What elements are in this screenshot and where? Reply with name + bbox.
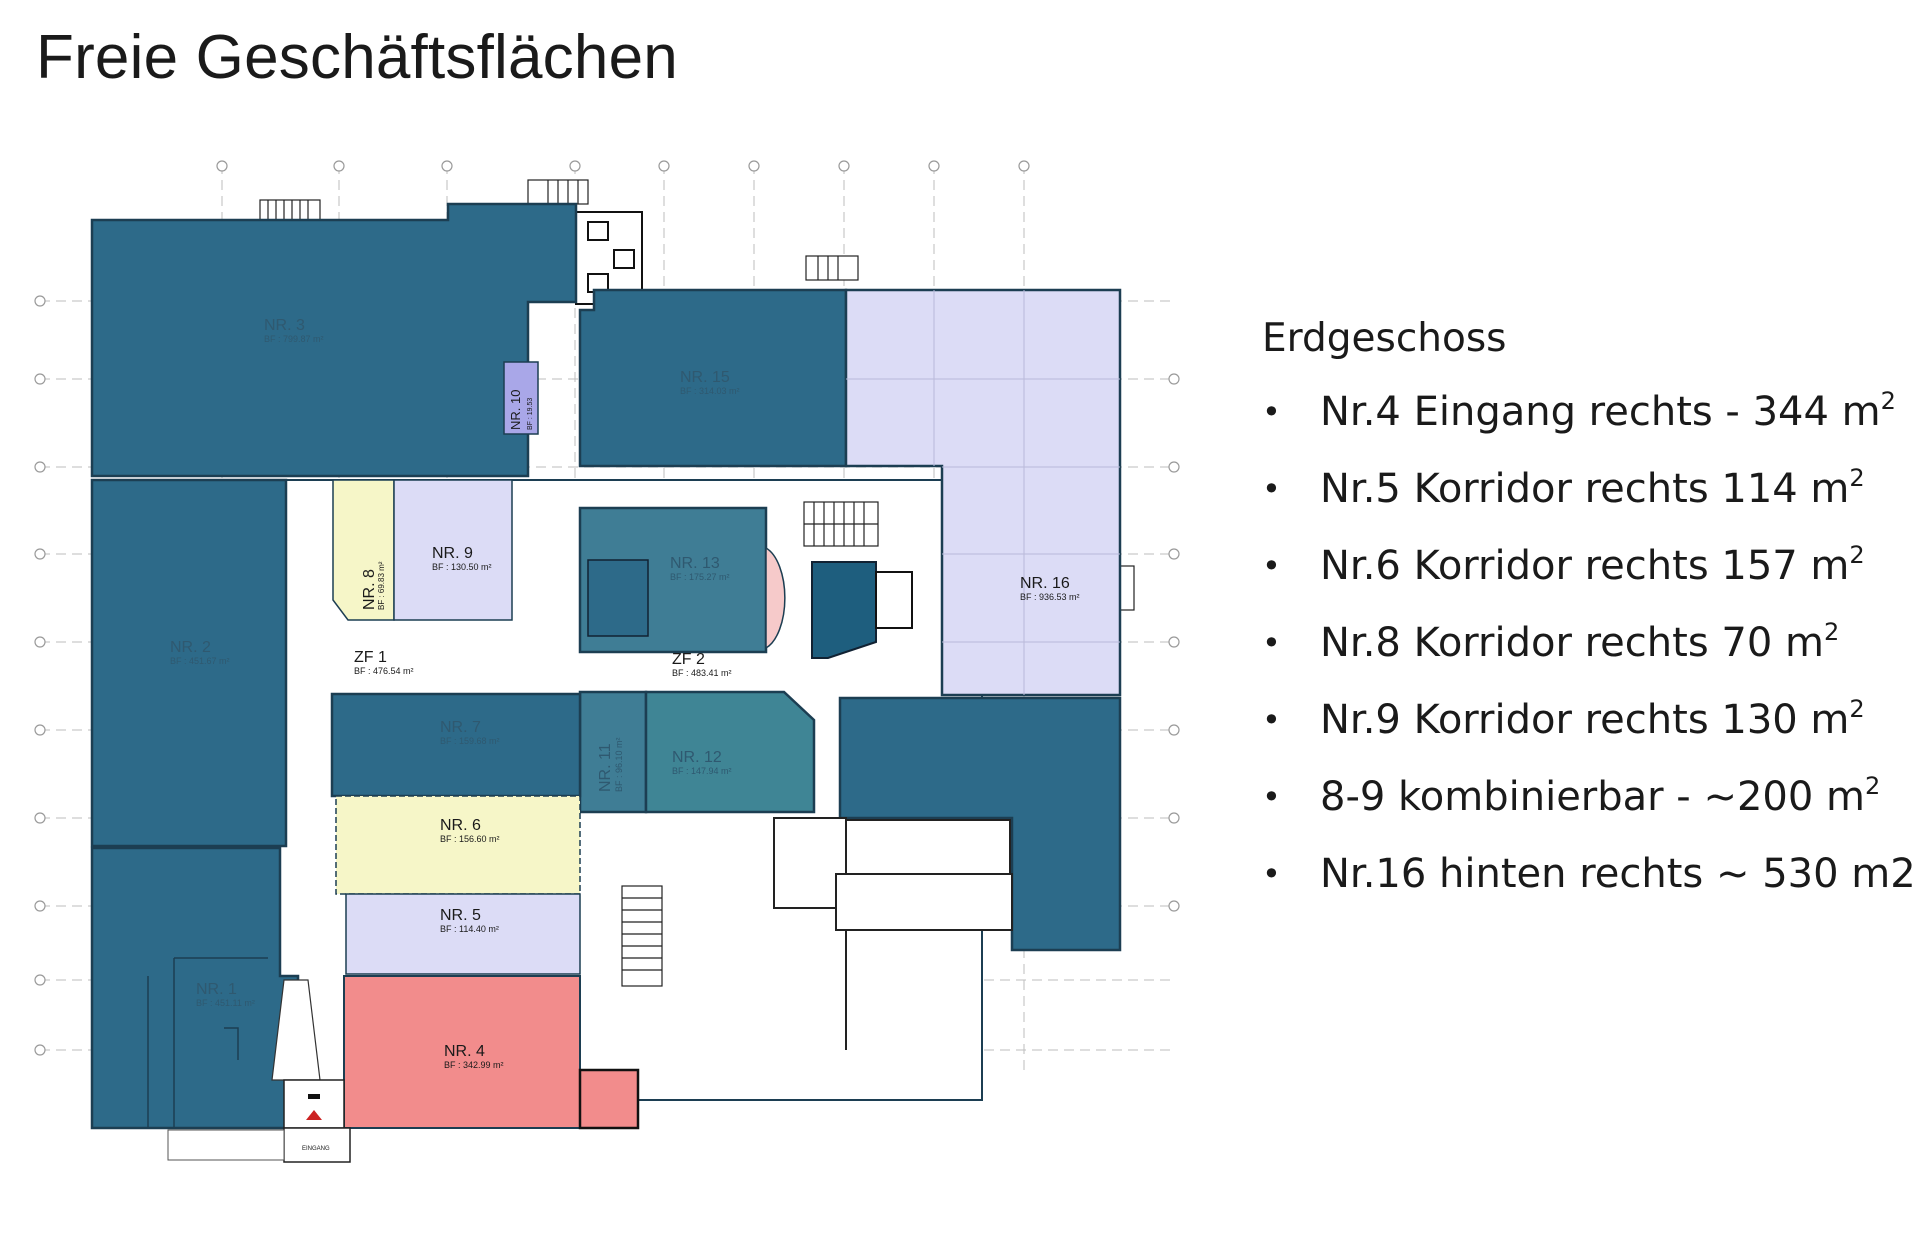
legend-item-sup: 2 (1849, 464, 1865, 492)
legend-item: • Nr.5 Korridor rechts 114 m2 (1262, 464, 1916, 541)
room-nr16 (844, 288, 1122, 697)
legend-item-text: Nr.8 Korridor rechts 70 m (1320, 620, 1824, 666)
legend-heading: Erdgeschoss (1262, 316, 1507, 361)
legend-item-text: Nr.4 Eingang rechts - 344 m (1320, 389, 1881, 435)
room-nr6 (335, 795, 581, 895)
bullet-icon: • (1262, 393, 1281, 431)
room-nr12-label: NR. 12 (672, 749, 722, 766)
room-nr10 (503, 361, 539, 435)
room-nr4-label: NR. 4 (444, 1043, 485, 1060)
nr4-stairs (578, 1068, 640, 1130)
room-nr1 (90, 846, 300, 1130)
room-nr3-area: BF : 799.87 m² (264, 334, 324, 344)
room-nr7-area: BF : 159.68 m² (440, 736, 500, 746)
room-nr16-label: NR. 16 (1020, 575, 1070, 592)
room-nr13-label: NR. 13 (670, 555, 720, 572)
legend-item-sup: 2 (1823, 618, 1840, 646)
room-nr9-label: NR. 9 (432, 545, 473, 562)
room-nr5-label: NR. 5 (440, 907, 481, 924)
nr1-walls (147, 957, 268, 1128)
zone-zf2-label: ZF 2 (672, 651, 705, 668)
zone-zf2-area: BF : 483.41 m² (672, 668, 732, 678)
room-nr15-label: NR. 15 (680, 369, 730, 386)
room-nr9 (393, 479, 513, 621)
legend-item-text: Nr.9 Korridor rechts 130 m (1320, 697, 1850, 743)
nr13-bay (765, 546, 786, 650)
zone-zf1-area: BF : 476.54 m² (354, 666, 414, 676)
entrance (167, 979, 351, 1163)
room-nr13-area: BF : 175.27 m² (670, 572, 730, 582)
entrance-label: EINGANG (302, 1146, 330, 1152)
right-service-block (773, 817, 1013, 931)
room-nr2-label: NR. 2 (170, 639, 211, 656)
bullet-icon: • (1262, 547, 1281, 585)
bullet-icon: • (1262, 470, 1281, 508)
bullet-icon: • (1262, 778, 1281, 816)
room-nr11-label: NR. 11 (597, 743, 614, 792)
room-nr7-label: NR. 7 (440, 719, 481, 736)
room-nr7 (330, 692, 582, 798)
legend-item: • Nr.8 Korridor rechts 70 m2 (1262, 618, 1916, 695)
legend-item: • Nr.9 Korridor rechts 130 m2 (1262, 695, 1916, 772)
zone-zf1-label: ZF 1 (354, 649, 387, 666)
legend-panel: Erdgeschoss • Nr.4 Eingang rechts - 344 m… (1262, 316, 1916, 926)
room-nr5-area: BF : 114.40 m² (440, 924, 499, 934)
room-nr2 (90, 478, 288, 848)
legend-item: • 8-9 kombinierbar - ~200 m2 (1262, 772, 1916, 849)
room-nr8-label: NR. 8 (361, 569, 378, 610)
room-nr3 (90, 202, 578, 478)
room-nr5 (345, 893, 581, 975)
nr13-inner (587, 559, 649, 637)
room-nr15-area: BF : 314.03 m² (680, 386, 740, 396)
bullet-icon: • (1262, 701, 1281, 739)
legend-item-sup: 2 (1849, 541, 1865, 569)
legend-item-text: Nr.16 hinten rechts ~ 530 m2 (1320, 851, 1916, 897)
nr16-columns (846, 290, 1120, 695)
room-nr12-area: BF : 147.94 m² (672, 766, 732, 776)
room-nr8 (332, 479, 395, 621)
floor-plan: EINGANG NR. 3 BF : 799.87 m² NR. 15 BF :… (34, 160, 1180, 1163)
page-title: Freie Geschäftsflächen (36, 23, 678, 92)
room-nr8-area: BF : 69.83 m² (377, 561, 386, 610)
legend-item-sup: 2 (1849, 695, 1865, 723)
legend-item: • Nr.4 Eingang rechts - 344 m2 (1262, 387, 1916, 464)
legend-item: • Nr.6 Korridor rechts 157 m2 (1262, 541, 1916, 618)
legend-item-sup: 2 (1880, 387, 1896, 415)
room-small-occupied (811, 561, 877, 659)
room-nr6-label: NR. 6 (440, 817, 481, 834)
room-nr11-area: BF : 96.10 m² (614, 737, 624, 792)
room-nr1-label: NR. 1 (196, 981, 237, 998)
grid-markers (34, 160, 1180, 1056)
room-nr11-text: NR. 11 BF : 96.10 m² (597, 737, 624, 792)
room-nr10-area: BF : 19.53 (527, 398, 534, 430)
bullet-icon: • (1262, 855, 1281, 893)
room-nr10-label: NR. 10 (508, 390, 523, 430)
room-nr3-label: NR. 3 (264, 317, 305, 334)
room-nr12 (644, 690, 816, 814)
room-nr10-text: NR. 10 BF : 19.53 (508, 390, 534, 430)
room-nr8-text: NR. 8 BF : 69.83 m² (361, 561, 386, 610)
legend-item: • Nr.16 hinten rechts ~ 530 m2 (1262, 849, 1916, 926)
small-service (875, 571, 913, 629)
room-nr2-area: BF : 451.67 m² (170, 656, 230, 666)
room-nr6-area: BF : 156.60 m² (440, 834, 500, 844)
legend-item-text: Nr.6 Korridor rechts 157 m (1320, 543, 1850, 589)
room-nr1-area: BF : 451.11 m² (196, 998, 255, 1008)
legend-item-text: Nr.5 Korridor rechts 114 m (1320, 466, 1850, 512)
legend-item-text: 8-9 kombinierbar - ~200 m (1320, 774, 1865, 820)
bullet-icon: • (1262, 624, 1281, 662)
room-nr16-area: BF : 936.53 m² (1020, 592, 1080, 602)
service-block (575, 211, 643, 305)
legend-list: •Nr.4 Eingang rechts - 344 m2 •Nr.5 Korr… (1262, 387, 1916, 926)
legend-item-sup: 2 (1865, 772, 1881, 800)
room-nr9-area: BF : 130.50 m² (432, 562, 492, 572)
room-nr11 (578, 690, 648, 814)
room-nr4-area: BF : 342.99 m² (444, 1060, 504, 1070)
